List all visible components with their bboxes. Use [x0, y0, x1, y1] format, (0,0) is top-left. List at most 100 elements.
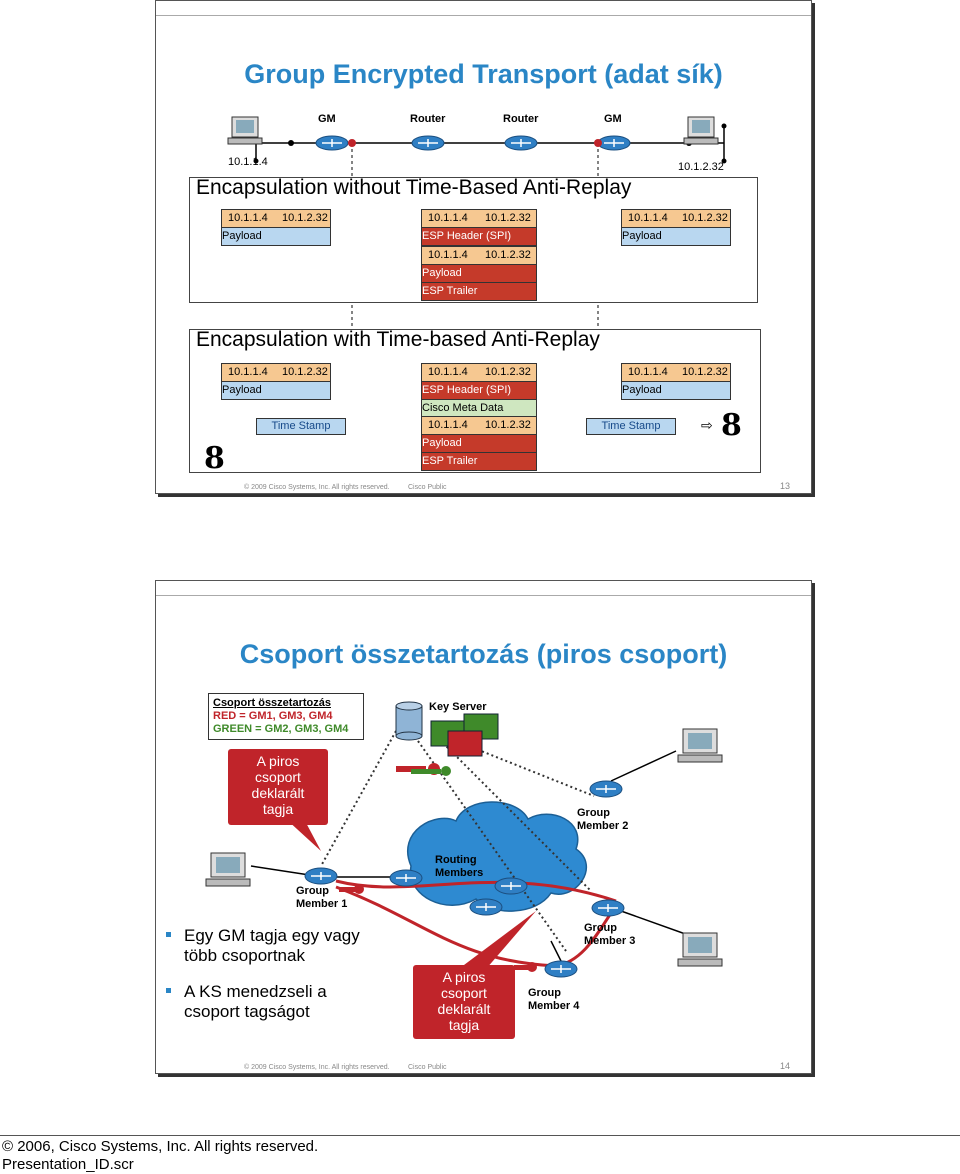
src-ip: 10.1.1.4 [228, 366, 268, 378]
callout-top: A piros csoport deklarált tagja [228, 749, 328, 825]
callout-line: deklarált [251, 785, 305, 801]
dst-ip: 10.1.2.32 [485, 366, 531, 378]
bullet-item: Egy GM tagja egy vagy több csoportnak [164, 926, 360, 966]
slide-title: Group Encrypted Transport (adat sík) [244, 59, 723, 89]
workstation-icon [205, 852, 251, 887]
workstation-icon [227, 116, 263, 145]
bullet-line: több csoportnak [184, 946, 305, 965]
payload: Payload [221, 228, 331, 246]
dst-ip: 10.1.2.32 [682, 366, 728, 378]
bullet-list: Egy GM tagja egy vagy több csoportnak A … [164, 926, 360, 1038]
dst-ip: 10.1.2.32 [682, 212, 728, 224]
router-icon [304, 867, 338, 885]
esp-trailer: ESP Trailer [421, 283, 537, 301]
bullet-item: A KS menedzseli a csoport tagságot [164, 982, 360, 1022]
src-ip: 10.1.1.4 [428, 419, 468, 431]
router-icon [411, 135, 445, 151]
payload: Payload [621, 228, 731, 246]
dst-ip: 10.1.2.32 [282, 212, 328, 224]
src-ip: 10.1.1.4 [628, 212, 668, 224]
routing-members-label: Routing Members [435, 854, 483, 880]
router-icon [494, 877, 528, 895]
workstation-icon [683, 116, 719, 145]
src-ip: 10.1.1.4 [628, 366, 668, 378]
bullet-line: csoport tagságot [184, 1002, 310, 1021]
footer-copyright: © 2009 Cisco Systems, Inc. All rights re… [244, 484, 390, 491]
router-icon [544, 960, 578, 978]
legend-red: RED = GM1, GM3, GM4 [213, 710, 333, 722]
dst-ip: 10.1.2.32 [282, 366, 328, 378]
esp-header: ESP Header (SPI) [421, 228, 537, 246]
slide-top-bar [156, 1, 811, 16]
callout-line: deklarált [437, 1001, 491, 1017]
src-ip: 10.1.1.4 [428, 366, 468, 378]
key-icon [514, 962, 537, 972]
callout-line: A piros [256, 753, 300, 769]
router-left-label: Router [410, 113, 446, 125]
router-icon [469, 898, 503, 916]
label-line: Group [577, 807, 610, 819]
router-icon [315, 135, 349, 151]
folder-icon [430, 713, 499, 757]
callout-line: csoport [255, 769, 301, 785]
callout-line: csoport [441, 985, 487, 1001]
footer-public: Cisco Public [408, 1064, 447, 1071]
callout-line: tagja [262, 801, 294, 817]
timestamp-right: Time Stamp [586, 418, 676, 435]
page-footer-rule [0, 1135, 960, 1136]
src-ip: 10.1.1.4 [228, 212, 268, 224]
payload: Payload [421, 265, 537, 283]
page-number: 14 [780, 1061, 791, 1071]
ip-right: 10.1.2.32 [678, 161, 724, 173]
router-right-label: Router [503, 113, 539, 125]
packet-left: 10.1.1.4 10.1.2.32 Payload [221, 363, 331, 400]
bullet-line: A KS menedzseli a [184, 982, 327, 1001]
section-title: Encapsulation with Time-based Anti-Repla… [196, 328, 600, 351]
callout-line: A piros [442, 969, 486, 985]
clock-symbol-icon: 8 [204, 441, 225, 476]
slide-13: Group Encrypted Transport (adat sík) [155, 0, 812, 494]
legend-green: GREEN = GM2, GM3, GM4 [213, 723, 349, 735]
packet-left: 10.1.1.4 10.1.2.32 Payload [221, 209, 331, 246]
group-member-2-label: Group Member 2 [577, 807, 628, 833]
router-icon [389, 869, 423, 887]
network-graphics [205, 701, 723, 978]
dst-ip: 10.1.2.32 [485, 419, 531, 431]
src-ip: 10.1.1.4 [428, 212, 468, 224]
slide-14: Csoport összetartozás (piros csoport) [155, 580, 812, 1074]
section-title: Encapsulation without Time-Based Anti-Re… [196, 176, 632, 199]
payload: Payload [221, 382, 331, 400]
arrow-icon: ⇨ [701, 417, 713, 433]
esp-trailer: ESP Trailer [421, 453, 537, 471]
src-ip: 10.1.1.4 [428, 249, 468, 261]
payload: Payload [621, 382, 731, 400]
key-server-label: Key Server [429, 701, 487, 713]
gm-left-label: GM [318, 113, 336, 125]
slide-title: Csoport összetartozás (piros csoport) [239, 639, 728, 669]
label-line: Group [584, 922, 617, 934]
router-icon [589, 780, 623, 798]
label-line: Group [296, 885, 329, 897]
router-icon [504, 135, 538, 151]
clock-symbol-icon: 8 [721, 408, 742, 443]
key-icon [339, 884, 364, 894]
slide-top-bar [156, 581, 811, 596]
group-member-3-label: Group Member 3 [584, 922, 635, 948]
bullet-line: Egy GM tagja egy vagy [184, 926, 360, 945]
footer-copyright: © 2009 Cisco Systems, Inc. All rights re… [244, 1064, 390, 1071]
label-line: Member 3 [584, 935, 636, 947]
legend-heading: Csoport összetartozás [213, 697, 331, 709]
label-line: Group [528, 987, 561, 999]
footer-public: Cisco Public [408, 484, 447, 491]
page-number: 13 [780, 481, 791, 491]
ip-left: 10.1.1.4 [228, 156, 268, 168]
gm-right-label: GM [604, 113, 622, 125]
group-member-1-label: Group Member 1 [296, 885, 347, 911]
callout-line: tagja [448, 1017, 480, 1033]
packet-encrypted-inner: 10.1.1.4 10.1.2.32 Payload ESP Trailer [421, 416, 537, 471]
payload: Payload [421, 435, 537, 453]
label-line: Member 2 [577, 820, 629, 832]
workstation-icon [677, 728, 723, 763]
